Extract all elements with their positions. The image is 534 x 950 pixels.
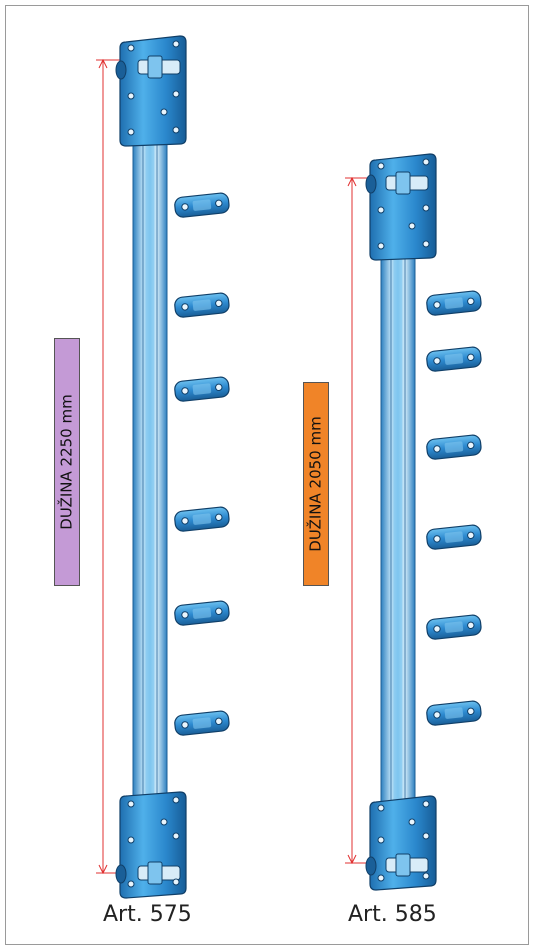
article-caption-575: Art. 575 [103, 902, 192, 927]
dimension-label-585-text: DUŽINA 2050 mm [307, 416, 326, 552]
dimension-label-575-text: DUŽINA 2250 mm [58, 394, 77, 530]
hook-575-1 [174, 192, 230, 218]
dimension-line-585 [345, 176, 378, 865]
hook-575-2 [174, 292, 230, 318]
hook-575-5 [174, 600, 230, 626]
mount-plate-top-575 [115, 35, 187, 147]
product-575 [96, 35, 230, 899]
mount-plate-top-585 [365, 153, 437, 261]
hook-585-6 [426, 700, 482, 726]
hook-575-4 [174, 506, 230, 532]
hook-585-4 [426, 524, 482, 550]
product-585 [345, 153, 482, 891]
article-caption-585: Art. 585 [348, 902, 437, 927]
hook-575-3 [174, 376, 230, 402]
drawing-frame [5, 5, 529, 945]
mount-plate-bottom-585 [365, 795, 437, 891]
rail-575 [132, 139, 168, 801]
mount-plate-bottom-575 [115, 791, 187, 899]
hook-585-1 [426, 290, 482, 316]
hook-585-5 [426, 614, 482, 640]
dimension-label-575: DUŽINA 2250 mm [54, 338, 80, 586]
dimension-label-585: DUŽINA 2050 mm [303, 382, 329, 586]
hook-585-2 [426, 346, 482, 372]
hook-575-6 [174, 710, 230, 736]
dimension-line-575 [96, 58, 128, 875]
hook-585-3 [426, 434, 482, 460]
rail-585 [380, 254, 416, 806]
